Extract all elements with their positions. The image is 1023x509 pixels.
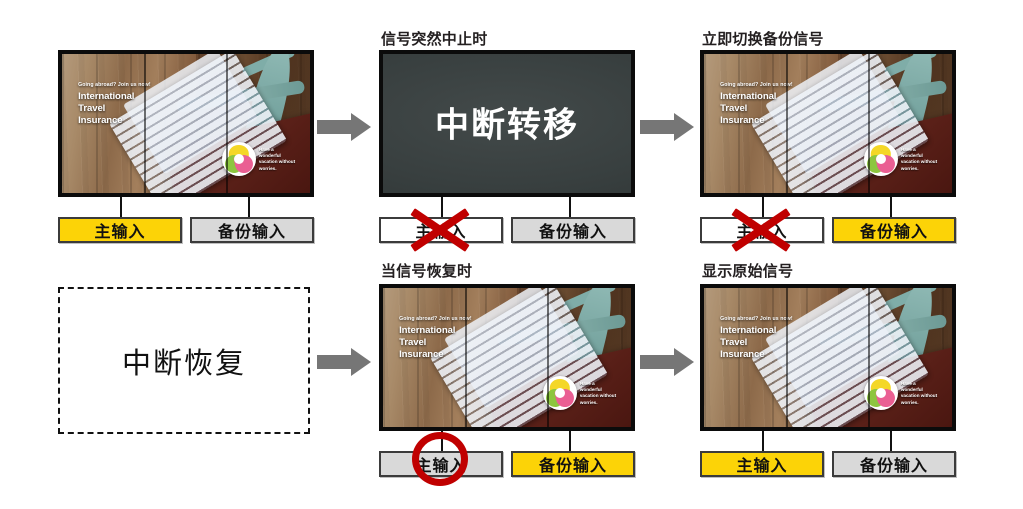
primary-input-button[interactable]: 主输入 [379,217,503,243]
primary-input-button[interactable]: 主输入 [700,217,824,243]
ad-logo-group: Have a wonderful vacation without worrie… [863,142,938,177]
ad-kicker: Going abroad? Join us now! [399,315,472,322]
ad-headline-1: International [720,91,777,103]
ad-headline-1: International [720,325,777,337]
panel-original-signal-title: 显示原始信号 [702,263,794,280]
ad-logo-text: Have a wonderful vacation without worrie… [258,146,296,171]
ad-headline-2: Travel [720,336,748,348]
ad-headline-3: Insurance [720,348,765,360]
travel-insurance-ad-artwork [704,54,952,193]
panel-signal-lost: 信号突然中止时 中断转移 主输入 备份输入 [379,28,635,252]
tricolor-circle-logo-icon [863,376,898,411]
ad-headline-1: International [78,91,135,103]
video-wall-screen-blank: 中断转移 [379,50,635,197]
connector-backup [248,197,250,217]
connector-primary [120,197,122,217]
recovery-placeholder-box: 中断恢复 [58,287,310,434]
primary-input-button[interactable]: 主输入 [700,451,824,477]
travel-insurance-ad-artwork [383,288,631,427]
ad-copy: Going abroad? Join us now! International… [78,82,151,126]
panel-signal-restored: 当信号恢复时 Going abroad? Join us now! Intern… [379,260,635,486]
backup-input-button[interactable]: 备份输入 [511,217,635,243]
arrow-row1-a-icon [317,113,371,141]
ad-copy: Going abroad? Join us now! International… [399,316,472,360]
panel-switch-to-backup: 立即切换备份信号 Going abroad? Join us now! Inte… [700,28,956,252]
recovery-label: 中断恢复 [121,347,246,380]
panel-signal-lost-title: 信号突然中止时 [381,31,488,48]
ad-headline-2: Travel [720,102,748,114]
screen-content-blank: 中断转移 [383,54,631,193]
primary-input-button[interactable]: 主输入 [379,451,503,477]
ad-logo-group: Have a wonderful vacation without worrie… [863,376,938,411]
video-wall-screen: Going abroad? Join us now! International… [379,284,635,431]
ad-kicker: Going abroad? Join us now! [720,315,793,322]
connector-backup [890,197,892,217]
backup-input-button[interactable]: 备份输入 [511,451,635,477]
panel-switch-to-backup-title: 立即切换备份信号 [702,31,824,48]
ad-headline-2: Travel [399,336,427,348]
ad-logo-text: Have a wonderful vacation without worrie… [900,146,938,171]
connector-backup [890,431,892,451]
interruption-transfer-message: 中断转移 [435,106,579,145]
video-wall-screen: Going abroad? Join us now! International… [700,50,956,197]
ad-copy: Going abroad? Join us now! International… [720,82,793,126]
backup-input-button[interactable]: 备份输入 [832,451,956,477]
ad-kicker: Going abroad? Join us now! [78,81,151,88]
panel-original-signal-shown: 显示原始信号 Going abroad? Join us now! Intern… [700,260,956,477]
video-wall-screen: Going abroad? Join us now! International… [58,50,314,197]
ad-headline-3: Insurance [720,114,765,126]
screen-content: Going abroad? Join us now! International… [62,54,310,193]
ad-headline-3: Insurance [78,114,123,126]
video-wall-screen: Going abroad? Join us now! International… [700,284,956,431]
connector-backup [569,197,571,217]
travel-insurance-ad-artwork [62,54,310,193]
arrow-row2-a-icon [317,348,371,376]
ad-headline-2: Travel [78,102,106,114]
ad-headline-1: International [399,325,456,337]
arrow-row1-b-icon [640,113,694,141]
ad-logo-text: Have a wonderful vacation without worrie… [900,380,938,405]
connector-primary [441,431,443,451]
arrow-row2-b-icon [640,348,694,376]
backup-input-button[interactable]: 备份输入 [832,217,956,243]
panel-normal-operation: Going abroad? Join us now! International… [58,50,314,243]
ad-headline-3: Insurance [399,348,444,360]
screen-content: Going abroad? Join us now! International… [704,288,952,427]
connector-primary [762,197,764,217]
connector-primary [441,197,443,217]
primary-input-button[interactable]: 主输入 [58,217,182,243]
ad-logo-group: Have a wonderful vacation without worrie… [221,142,296,177]
ad-logo-text: Have a wonderful vacation without worrie… [579,380,617,405]
travel-insurance-ad-artwork [704,288,952,427]
backup-input-button[interactable]: 备份输入 [190,217,314,243]
connector-primary [762,431,764,451]
screen-content: Going abroad? Join us now! International… [383,288,631,427]
ad-logo-group: Have a wonderful vacation without worrie… [542,376,617,411]
connector-backup [569,431,571,451]
screen-content: Going abroad? Join us now! International… [704,54,952,193]
ad-kicker: Going abroad? Join us now! [720,81,793,88]
ad-copy: Going abroad? Join us now! International… [720,316,793,360]
panel-signal-restored-title: 当信号恢复时 [381,263,473,280]
